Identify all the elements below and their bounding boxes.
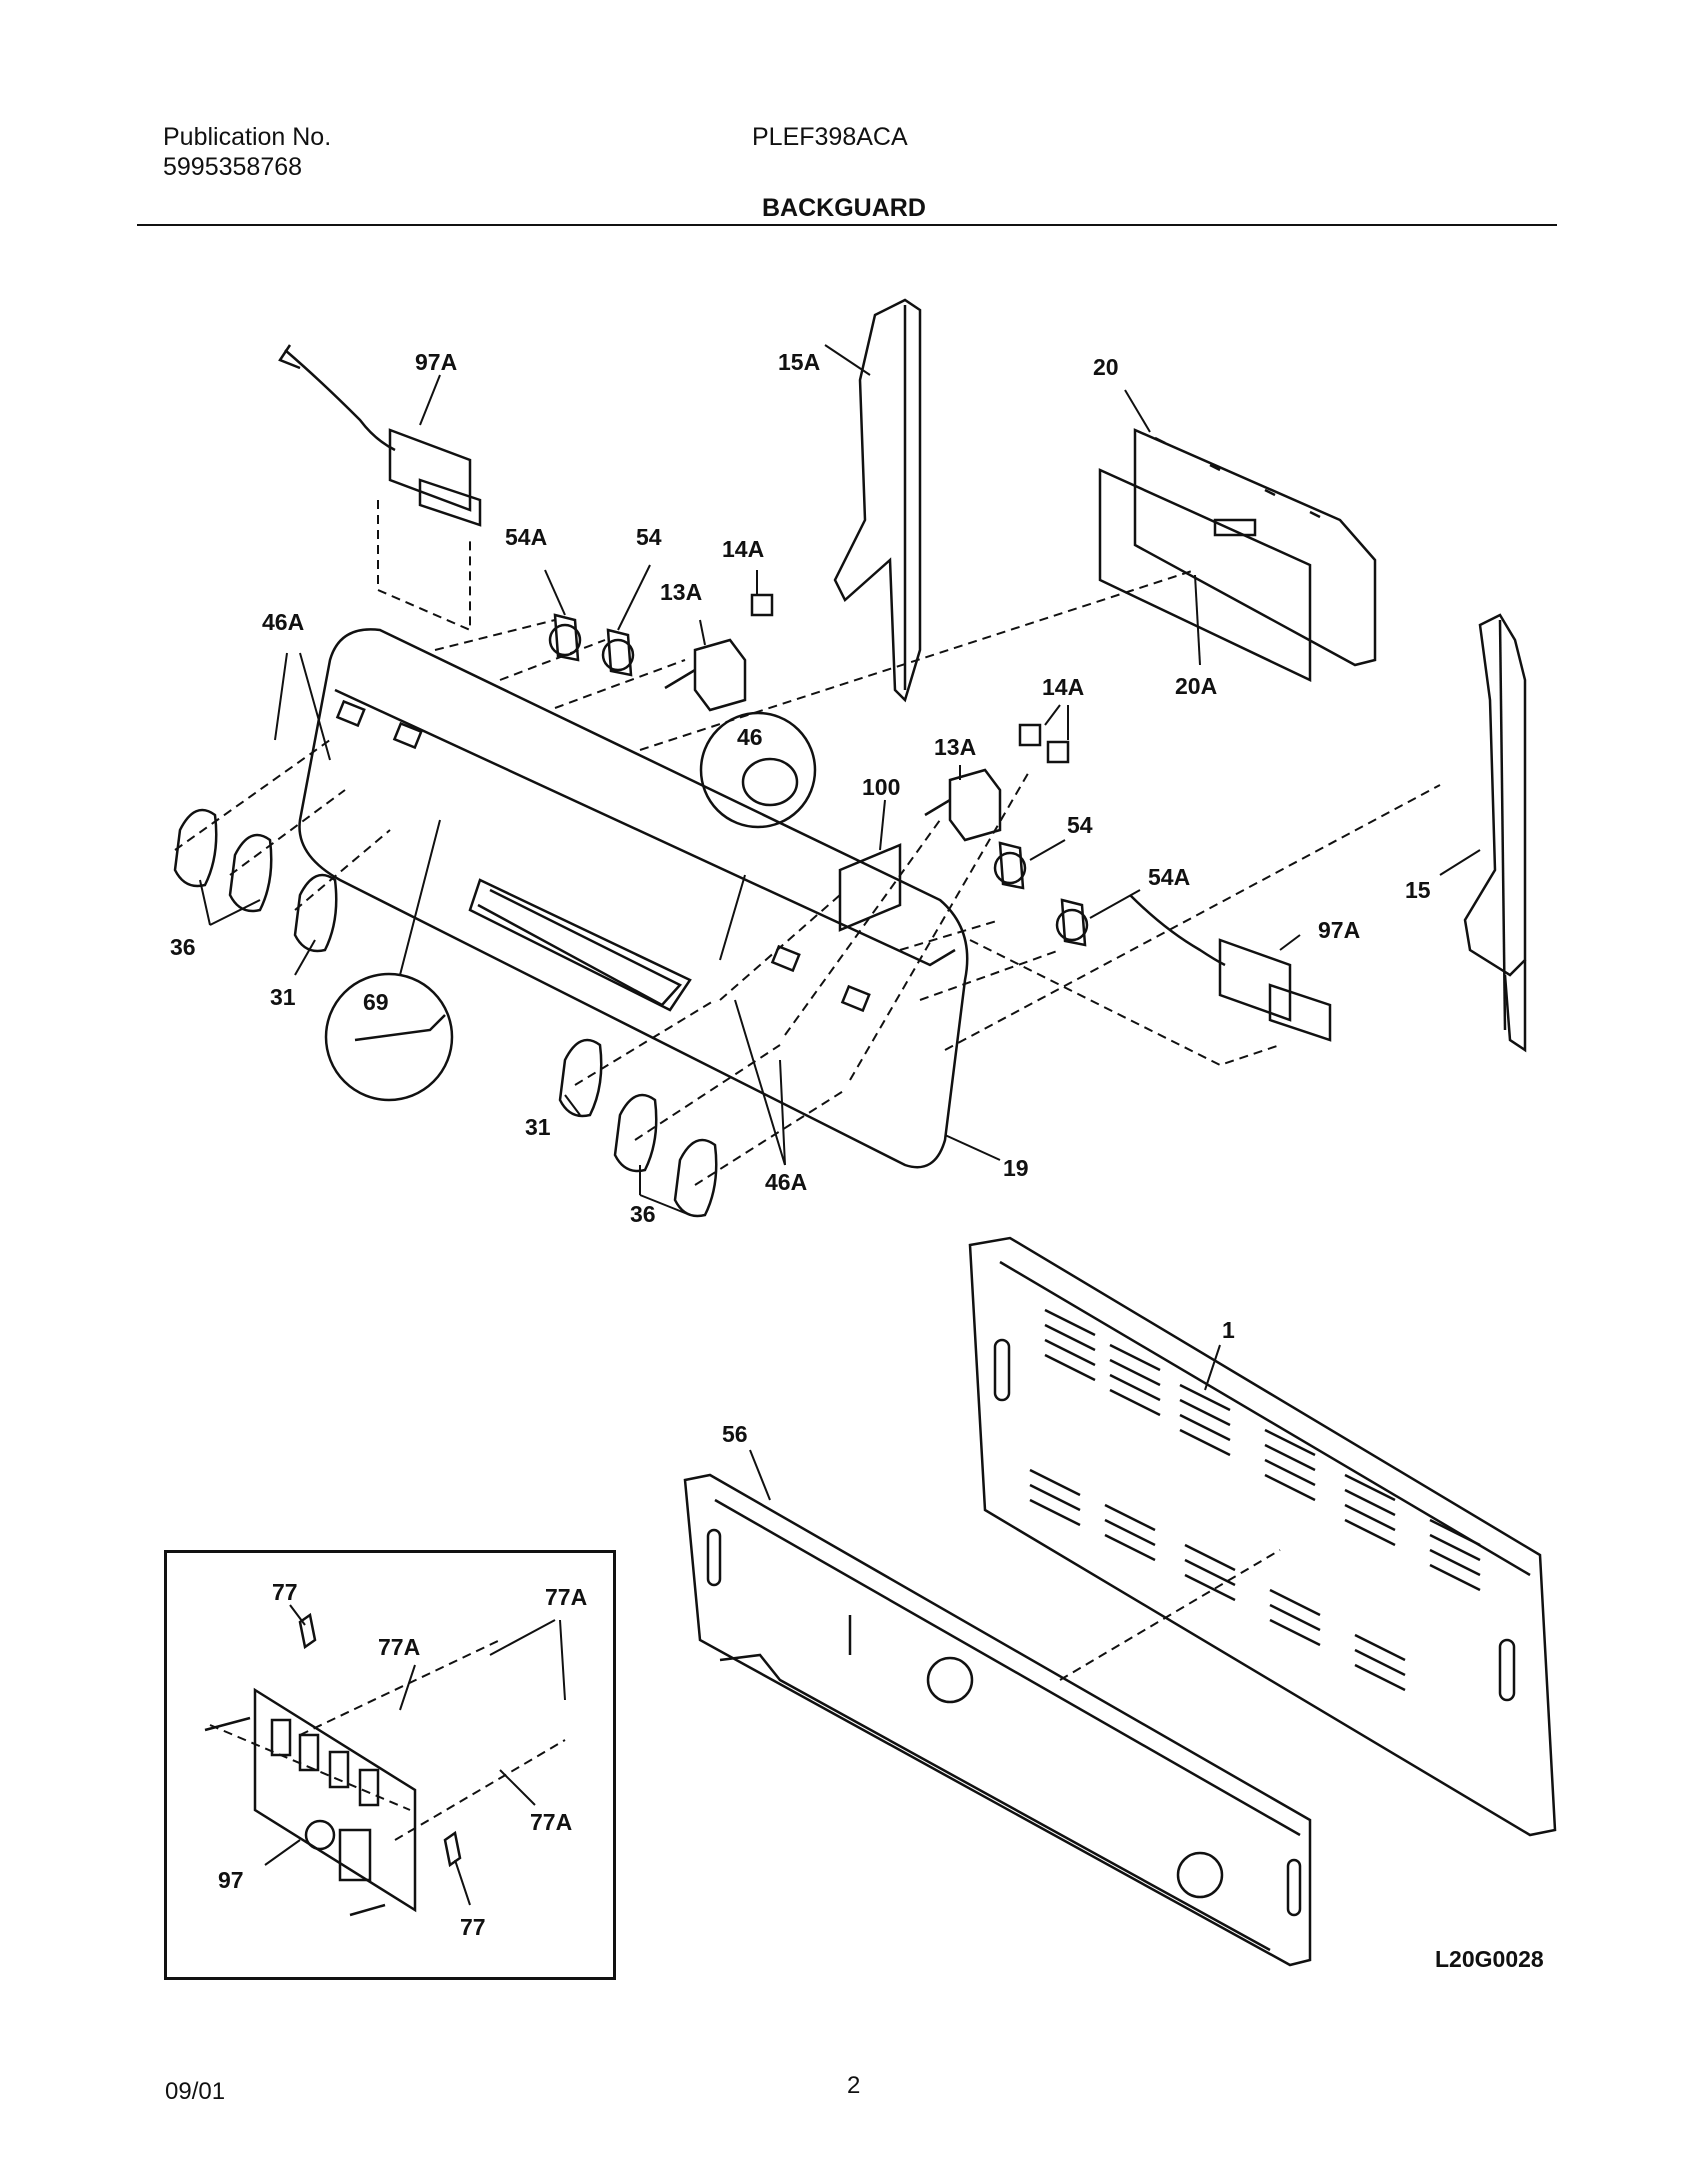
- control-panel-backguard: [298, 628, 969, 1169]
- explosion-lines: [174, 500, 1441, 1841]
- callout-15: 15: [1405, 877, 1431, 903]
- callout-31-right: 31: [525, 1114, 551, 1140]
- drawing-code: L20G0028: [1435, 1946, 1544, 1972]
- callout-97: 97: [218, 1867, 244, 1893]
- callout-13a-top: 13A: [660, 579, 702, 605]
- callout-19: 19: [1003, 1155, 1029, 1181]
- callout-97a-right: 97A: [1318, 917, 1360, 943]
- footer-date: 09/01: [165, 2078, 226, 2105]
- callout-36-right: 36: [630, 1201, 656, 1227]
- publication-number: 5995358768: [163, 153, 303, 181]
- section-title: BACKGUARD: [762, 194, 926, 222]
- callout-77a-top-right: 77A: [545, 1584, 587, 1610]
- detail-circles: [324, 711, 817, 1102]
- callout-69: 69: [363, 989, 389, 1015]
- rear-panel: [968, 1236, 1557, 1837]
- electronic-control-board: [1098, 428, 1377, 682]
- model-number: PLEF398ACA: [752, 123, 908, 151]
- callout-100: 100: [862, 774, 900, 800]
- callout-46: 46: [737, 724, 763, 750]
- callout-14a-right: 14A: [1042, 674, 1084, 700]
- push-switches: [664, 593, 1070, 842]
- page-number: 2: [847, 2072, 861, 2099]
- callout-36-left: 36: [170, 934, 196, 960]
- callout-46a-left: 46A: [262, 609, 304, 635]
- callout-20a: 20A: [1175, 673, 1217, 699]
- infinite-switch-board-top: [278, 344, 482, 527]
- callout-15a: 15A: [778, 349, 820, 375]
- callout-31-left: 31: [270, 984, 296, 1010]
- callout-77-top: 77: [272, 1579, 298, 1605]
- publication-label: Publication No.: [163, 123, 332, 151]
- inset-box: [164, 1550, 616, 1980]
- callout-54-top: 54: [636, 524, 662, 550]
- lower-panel: [683, 1473, 1312, 1967]
- callout-14a-top: 14A: [722, 536, 764, 562]
- control-knobs: [173, 808, 718, 1218]
- infinite-switches: [548, 613, 1089, 947]
- header-rule: [137, 224, 1557, 226]
- callout-54a-right: 54A: [1148, 864, 1190, 890]
- side-trim-left: [833, 298, 922, 703]
- callout-77a-bottom: 77A: [530, 1809, 572, 1835]
- callout-13a-right: 13A: [934, 734, 976, 760]
- side-trim-right: [1463, 613, 1527, 1053]
- mounting-bracket: [838, 843, 902, 932]
- callout-56: 56: [722, 1421, 748, 1447]
- callout-54-right: 54: [1067, 812, 1093, 838]
- callout-97a-top: 97A: [415, 349, 457, 375]
- callout-1: 1: [1222, 1317, 1235, 1343]
- callout-77-bottom: 77: [460, 1914, 486, 1940]
- callout-54a-top: 54A: [505, 524, 547, 550]
- leader-lines: [199, 344, 1481, 1906]
- callout-77a-top: 77A: [378, 1634, 420, 1660]
- callout-20: 20: [1093, 354, 1119, 380]
- callout-46a-right: 46A: [765, 1169, 807, 1195]
- inset-control-board: [204, 1612, 462, 1917]
- infinite-switch-board-right: [1129, 894, 1332, 1042]
